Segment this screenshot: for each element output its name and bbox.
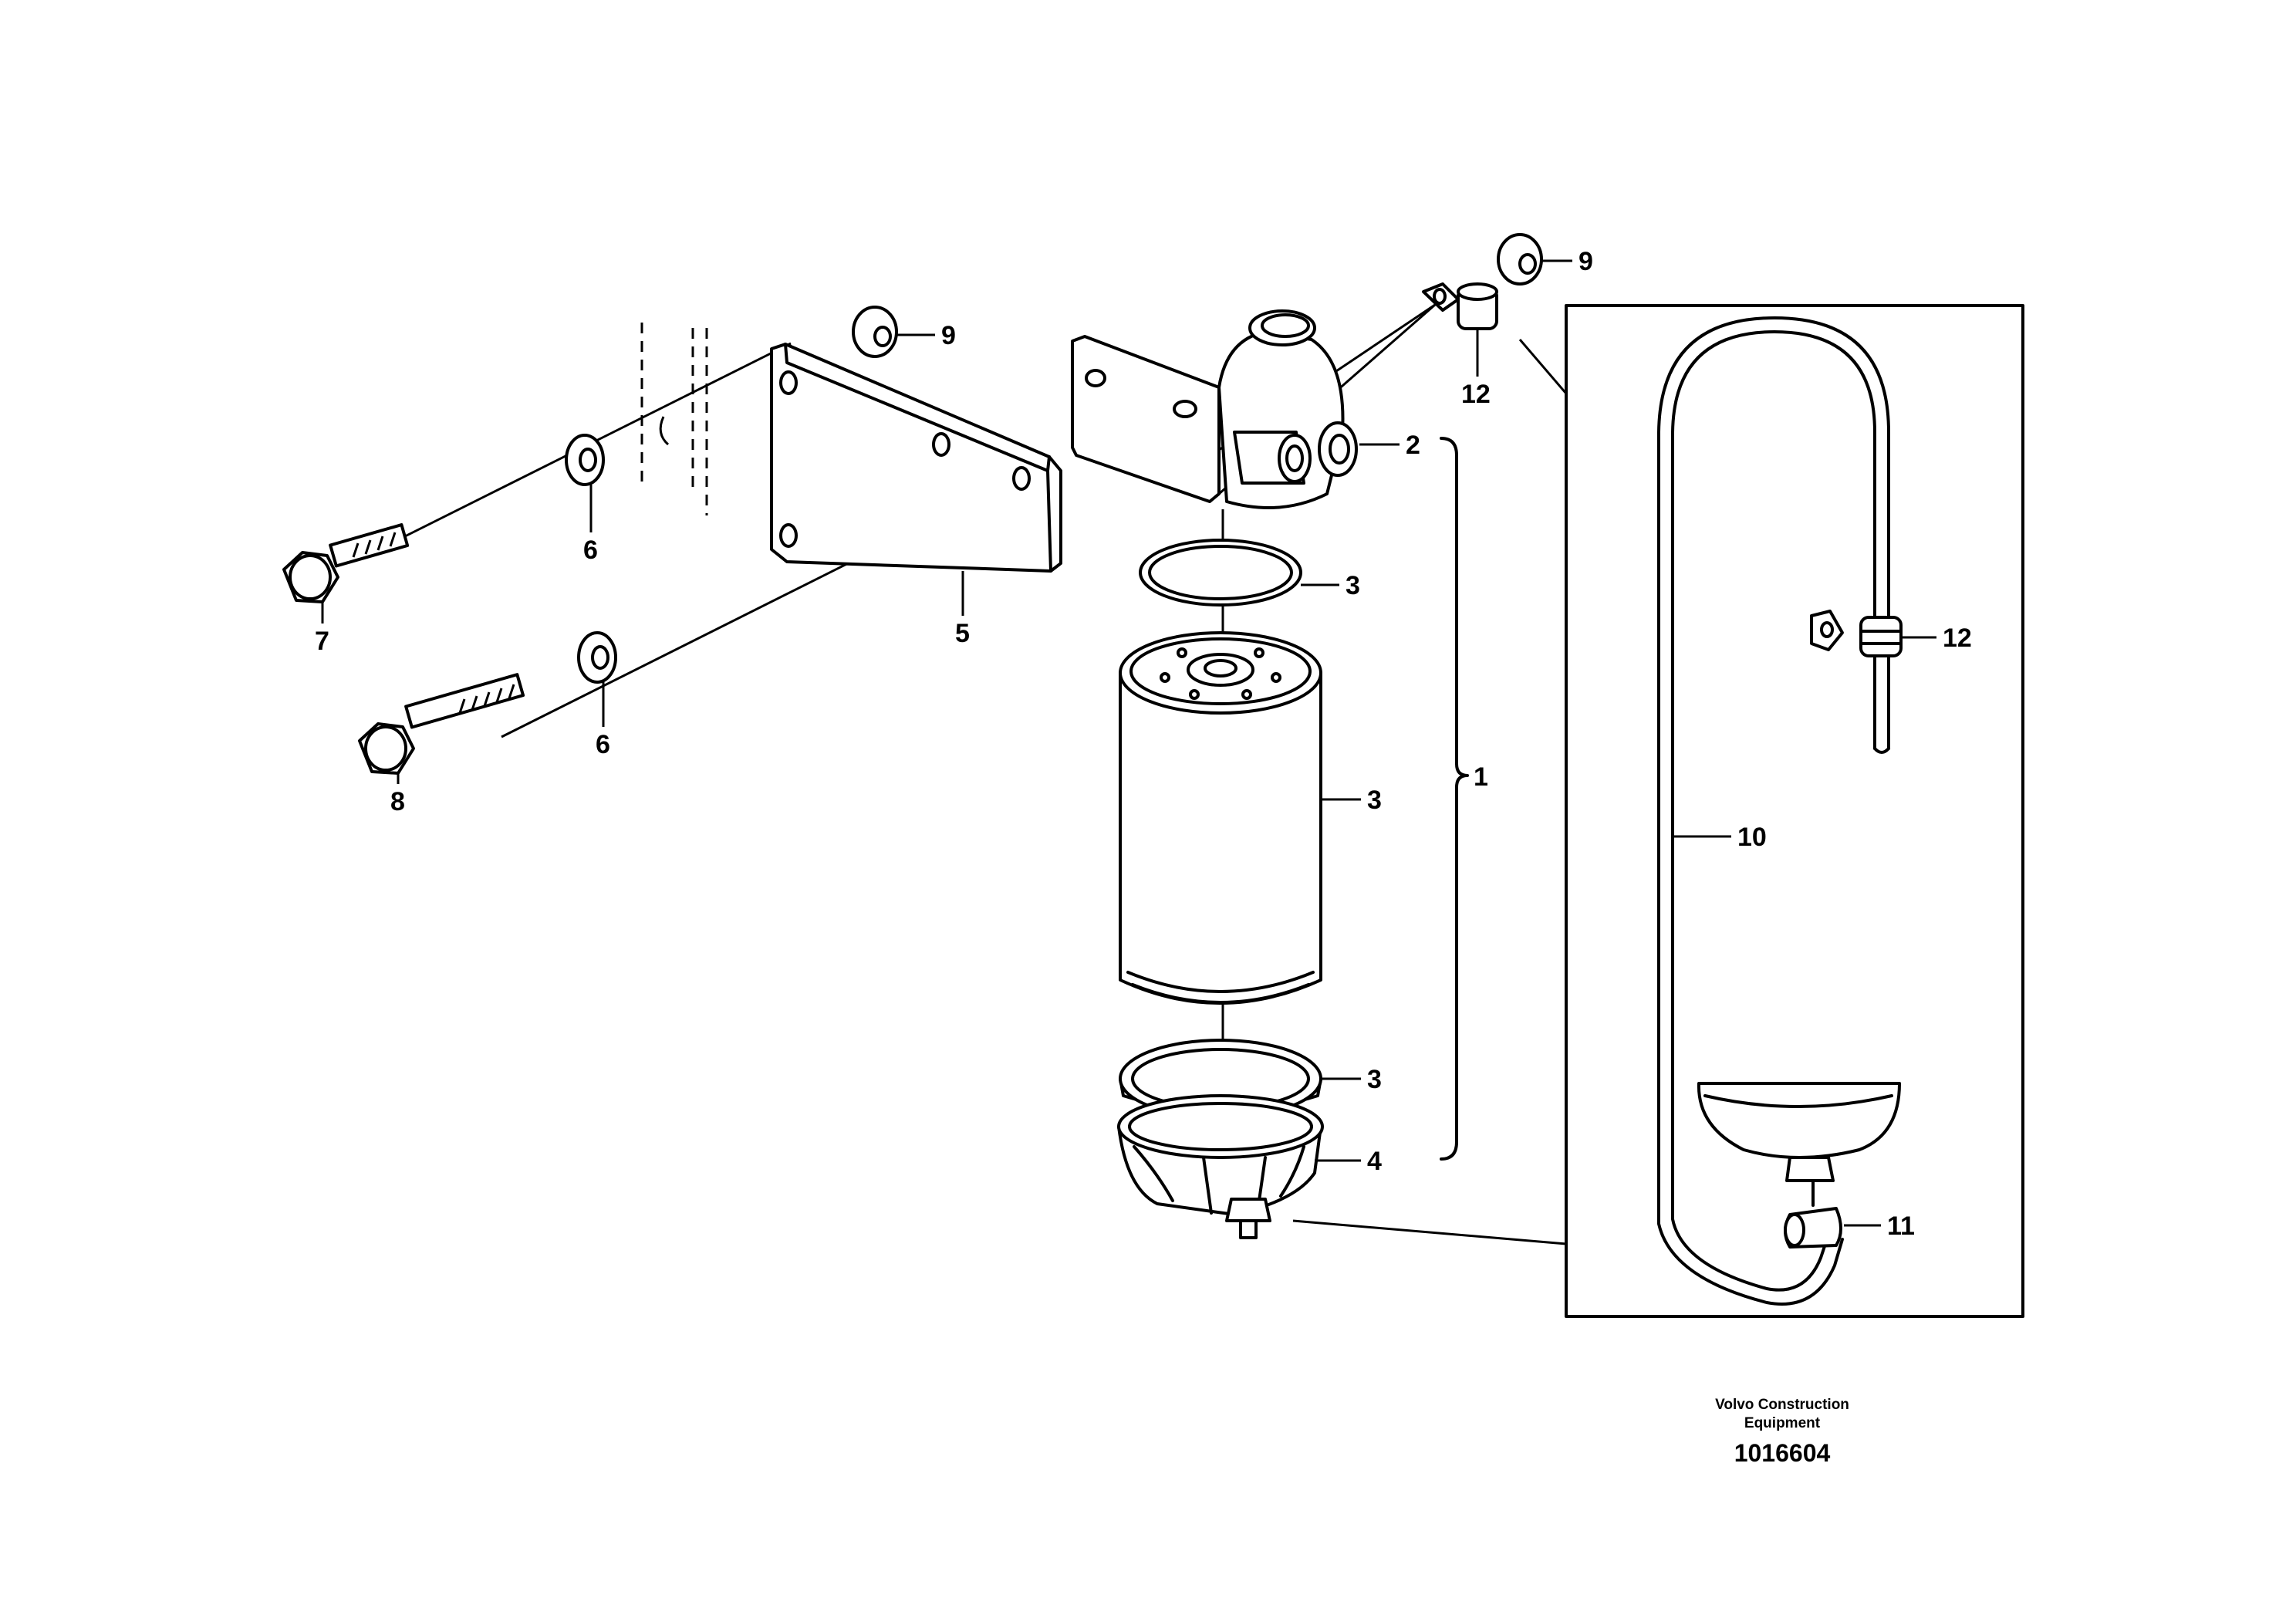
callout-7: 7 — [315, 627, 329, 656]
company-name-line2: Equipment — [1744, 1415, 1821, 1431]
callout-1: 1 — [1474, 762, 1488, 792]
assembly-brace-1 — [1440, 437, 1469, 1161]
nut-9-right — [1497, 233, 1543, 286]
callout-11: 11 — [1887, 1211, 1915, 1241]
filter-head-2 — [1071, 309, 1358, 509]
callout-3-ring-bottom: 3 — [1367, 1065, 1382, 1094]
callout-5: 5 — [955, 619, 970, 648]
washer-6-lower — [577, 631, 617, 684]
bracket-5 — [770, 343, 1062, 573]
callout-9-left: 9 — [941, 321, 956, 350]
callout-8: 8 — [390, 787, 405, 816]
drawing-number: 1016604 — [1734, 1439, 1831, 1467]
water-bowl-4 — [1117, 1094, 1324, 1239]
mounting-reference-lines — [640, 323, 708, 515]
nut-9-left — [852, 306, 898, 358]
bolt-8 — [358, 673, 525, 775]
bolt-7 — [282, 523, 410, 603]
hose-clamp-11 — [1784, 1207, 1842, 1249]
callout-12-top: 12 — [1461, 380, 1491, 409]
clamp-12-top — [1422, 282, 1498, 330]
callout-labels: 2 1 3 3 3 4 5 6 6 7 8 9 9 12 12 10 11 — [315, 247, 1972, 1241]
drawing-footer: Volvo Construction Equipment 1016604 — [1715, 1397, 1849, 1467]
callout-6-lower: 6 — [596, 730, 610, 759]
detail-view-box — [1292, 304, 2024, 1318]
callout-4: 4 — [1367, 1147, 1382, 1176]
callout-6-upper: 6 — [583, 536, 598, 565]
callout-9-right: 9 — [1578, 247, 1593, 276]
detail-bowl — [1697, 1082, 1901, 1207]
callout-3-ring-top: 3 — [1346, 571, 1360, 600]
washer-6-upper — [565, 434, 605, 486]
clamp-12-detail — [1810, 610, 1903, 657]
drain-pipe-10 — [1657, 316, 1890, 1306]
callout-12-detail: 12 — [1943, 623, 1972, 653]
callout-3-cartridge: 3 — [1367, 786, 1382, 815]
company-name-line1: Volvo Construction — [1715, 1397, 1849, 1413]
filter-cartridge-3 — [1119, 631, 1322, 1005]
callout-10: 10 — [1737, 823, 1767, 852]
callout-leaders — [321, 259, 1936, 1227]
o-ring-3-top — [1139, 539, 1302, 607]
callout-2: 2 — [1406, 431, 1420, 460]
